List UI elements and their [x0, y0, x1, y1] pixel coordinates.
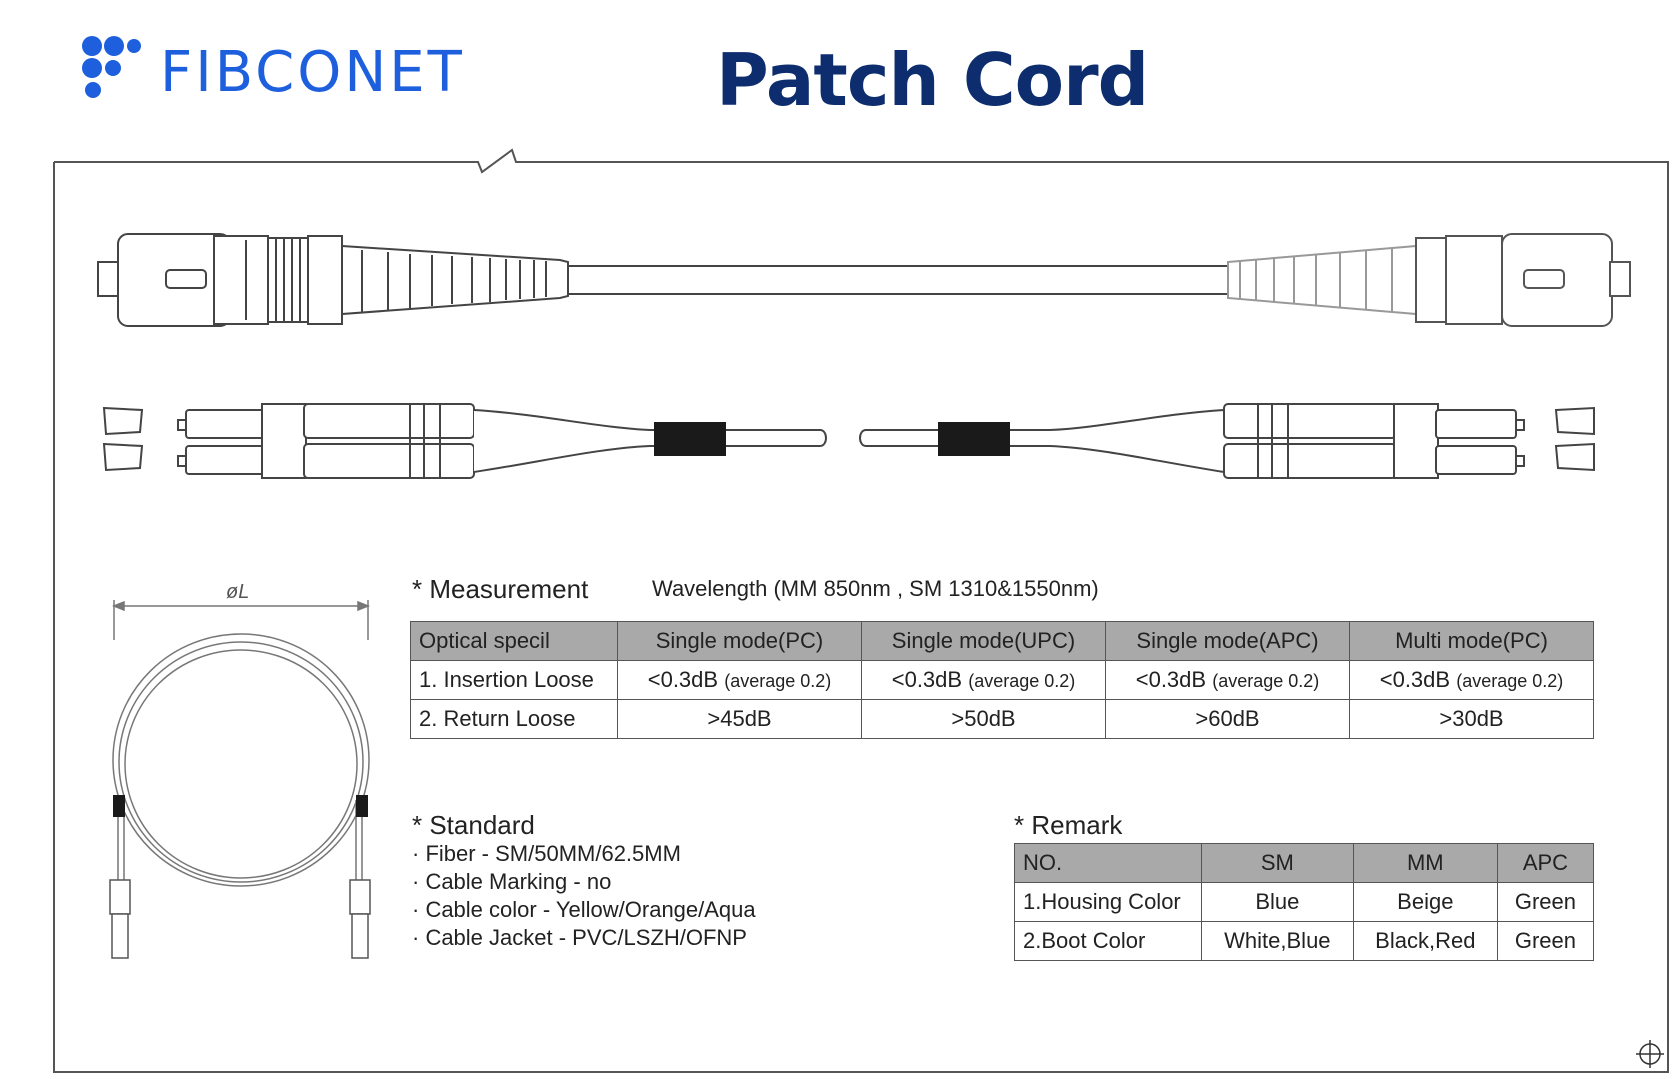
drawing-frame	[53, 148, 1669, 1073]
list-item: · Cable color - Yellow/Orange/Aqua	[412, 897, 756, 922]
table-header-row: Optical specil Single mode(PC) Single mo…	[410, 621, 1594, 661]
cable-split-sleeve-left	[654, 422, 726, 456]
table-row: 2. Return Loose >45dB >50dB >60dB >30dB	[410, 699, 1594, 739]
table-cell: <0.3dB (average 0.2)	[1349, 660, 1594, 700]
table-cell: White,Blue	[1201, 921, 1354, 961]
table-cell: >45dB	[617, 699, 862, 739]
list-item: · Fiber - SM/50MM/62.5MM	[412, 841, 681, 866]
table-cell: <0.3dB (average 0.2)	[861, 660, 1106, 700]
cable-coil-drawing	[109, 600, 371, 959]
brand-name: FIBCONET	[160, 40, 465, 105]
table-cell: Blue	[1201, 882, 1354, 922]
sc-connector-left	[97, 233, 569, 327]
logo-dots-icon	[82, 36, 141, 98]
table-row: 2.Boot Color White,Blue Black,Red Green	[1014, 921, 1595, 961]
insertion-value: <0.3dB	[1135, 667, 1207, 692]
insertion-average: (average 0.2)	[724, 671, 832, 691]
standard-list: · Fiber - SM/50MM/62.5MM · Cable Marking…	[412, 840, 756, 952]
table-header-cell: NO.	[1014, 843, 1202, 883]
list-item: · Cable Jacket - PVC/LSZH/OFNP	[412, 925, 747, 950]
cable-line	[568, 265, 1228, 295]
insertion-value: <0.3dB	[1379, 667, 1451, 692]
table-cell: Green	[1496, 882, 1595, 922]
table-header-cell: APC	[1496, 843, 1595, 883]
table-header-row: NO. SM MM APC	[1014, 843, 1595, 883]
table-row: 1. Insertion Loose <0.3dB (average 0.2) …	[410, 660, 1594, 700]
table-cell: >50dB	[861, 699, 1106, 739]
remark-label: * Remark	[1014, 810, 1123, 840]
table-cell: >30dB	[1349, 699, 1594, 739]
insertion-average: (average 0.2)	[1456, 671, 1564, 691]
table-header-cell: Optical specil	[410, 621, 618, 661]
coil-sleeve-right	[356, 795, 368, 817]
insertion-value: <0.3dB	[891, 667, 963, 692]
table-cell: Green	[1496, 921, 1595, 961]
table-header-cell: SM	[1201, 843, 1354, 883]
table-cell: Beige	[1352, 882, 1498, 922]
cable-split-sleeve-right	[938, 422, 1010, 456]
list-item: · Cable Marking - no	[412, 869, 612, 894]
table-cell: <0.3dB (average 0.2)	[617, 660, 862, 700]
sc-connector-right	[1227, 233, 1631, 327]
measurement-table: Optical specil Single mode(PC) Single mo…	[410, 621, 1594, 739]
row-label: 2. Return Loose	[410, 699, 618, 739]
coil-sleeve-left	[113, 795, 125, 817]
table-header-cell: Single mode(APC)	[1105, 621, 1350, 661]
row-label: 2.Boot Color	[1014, 921, 1202, 961]
crosshair-icon	[1636, 1040, 1664, 1068]
table-header-cell: Single mode(PC)	[617, 621, 862, 661]
insertion-value: <0.3dB	[647, 667, 719, 692]
wavelength-note: Wavelength (MM 850nm , SM 1310&1550nm)	[652, 576, 1099, 601]
table-header-cell: MM	[1352, 843, 1498, 883]
insertion-average: (average 0.2)	[1212, 671, 1320, 691]
table-header-cell: Multi mode(PC)	[1349, 621, 1594, 661]
lc-duplex-left	[102, 403, 827, 479]
row-label: 1. Insertion Loose	[410, 660, 618, 700]
table-header-cell: Single mode(UPC)	[861, 621, 1106, 661]
table-cell: >60dB	[1105, 699, 1350, 739]
insertion-average: (average 0.2)	[968, 671, 1076, 691]
measurement-label: * Measurement	[412, 574, 589, 604]
standard-label: * Standard	[412, 810, 535, 840]
row-label: 1.Housing Color	[1014, 882, 1202, 922]
table-row: 1.Housing Color Blue Beige Green	[1014, 882, 1595, 922]
table-cell: <0.3dB (average 0.2)	[1105, 660, 1350, 700]
table-cell: Black,Red	[1352, 921, 1498, 961]
lc-duplex-right	[859, 403, 1595, 479]
page-title: Patch Cord	[716, 38, 1149, 122]
coil-diameter-label: øL	[226, 581, 249, 603]
remark-table: NO. SM MM APC 1.Housing Color Blue Beige…	[1014, 843, 1595, 961]
